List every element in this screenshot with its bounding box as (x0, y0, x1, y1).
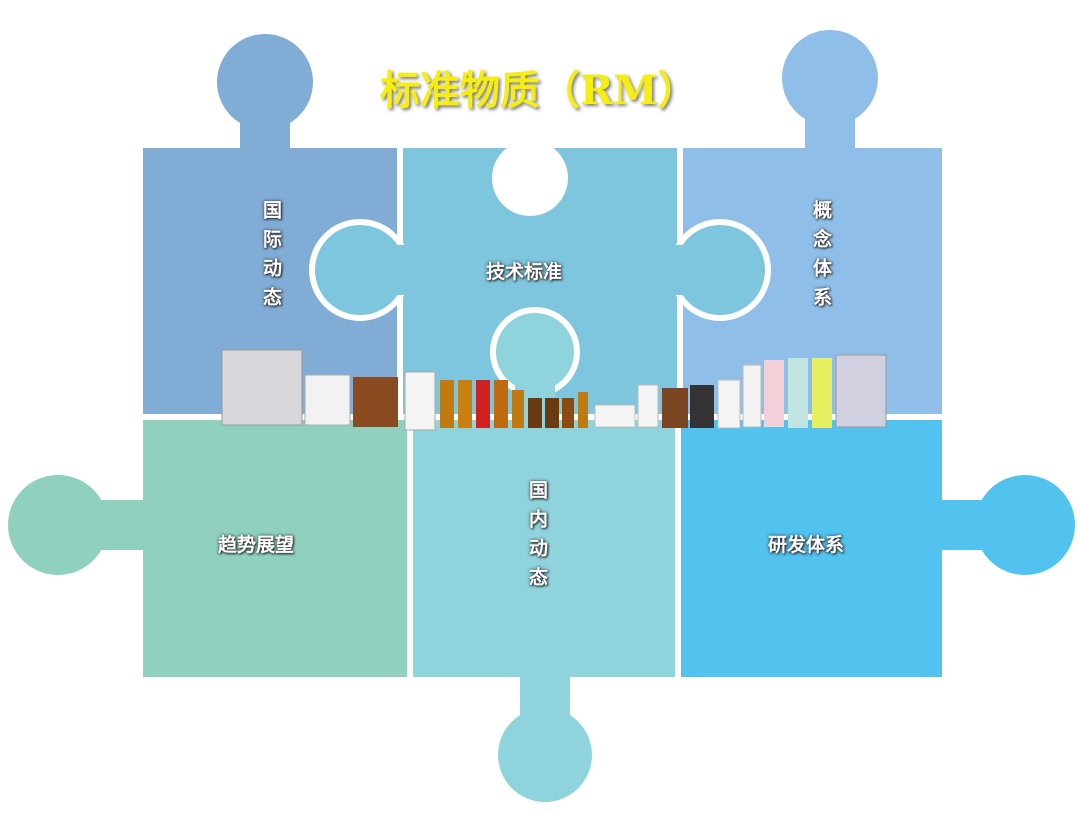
hole (492, 140, 568, 216)
title: 标准物质（RM） (380, 67, 698, 114)
label-concept-system: 概念体系 (810, 200, 832, 316)
label-international: 国际动态 (260, 200, 282, 316)
piece-trend-outlook (8, 414, 415, 683)
product-bottles (221, 349, 887, 431)
label-trend-outlook: 趋势展望 (218, 534, 295, 556)
label-rd-system: 研发体系 (768, 534, 845, 556)
piece-rd-system (578, 414, 1075, 683)
piece-domestic (407, 307, 681, 808)
label-technical-standards: 技术标准 (486, 261, 563, 283)
label-domestic: 国内动态 (526, 480, 548, 596)
piece-concept-system (675, 30, 948, 420)
